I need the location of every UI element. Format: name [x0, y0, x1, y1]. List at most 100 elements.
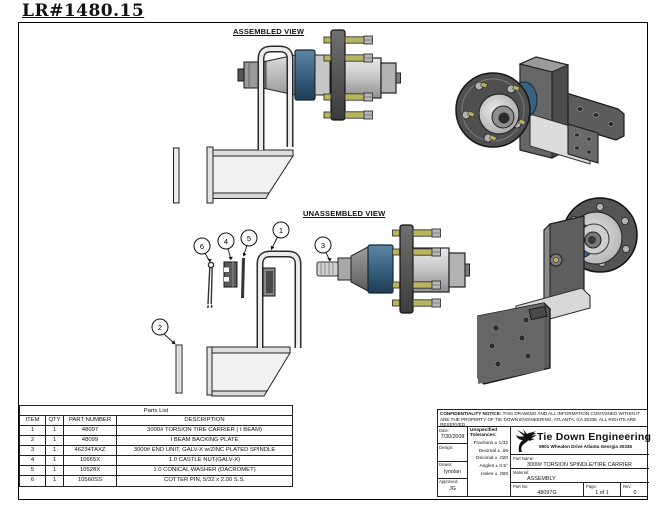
- balloon-4: [217, 232, 235, 250]
- approved-cell: Approved: JG: [438, 479, 467, 496]
- unassembled-cotter-pin: [206, 261, 215, 308]
- parts-row-2-item: 2: [20, 436, 46, 446]
- unassembled-castle-nut: [223, 261, 238, 288]
- part-name-label: Part Name:: [513, 455, 535, 461]
- parts-row-6-description: COTTER PIN, 5/32 x 2.00 S.S.: [164, 477, 245, 483]
- date-label: Date:: [439, 427, 450, 433]
- assembled-castle-nut: [237, 61, 259, 89]
- assembled-rubber-cartridge: [294, 49, 316, 101]
- svg-text:3: 3: [321, 241, 325, 250]
- tolerances-title: Unspecified Tolerances:: [470, 428, 498, 439]
- title-block: CONFIDENTIALITY NOTICE: THIS DRAWING AND…: [437, 409, 652, 497]
- balloon-2: [151, 318, 169, 336]
- svg-text:4: 4: [224, 237, 228, 246]
- parts-row-3-item: 3: [20, 446, 46, 456]
- unassembled-conical-washer: [241, 257, 245, 299]
- company-name: Tie Down Engineering: [537, 431, 652, 443]
- assembled-carrier-base: [173, 146, 294, 204]
- parts-row-5-description: 1.0 CONICAL WASHER (DACROMET): [117, 466, 292, 476]
- parts-row-2-part-number: 48099: [64, 436, 117, 446]
- parts-row-1-description: 3000# TORSION TIRE CARRIER ( I BEAM): [117, 426, 292, 436]
- iso-front-hub: [455, 72, 531, 148]
- parts-list-table: Parts List ITEM QTY PART NUMBER DESCRIPT…: [19, 405, 293, 487]
- date-value: 7/30/2008: [440, 434, 465, 440]
- approved-value: JG: [449, 485, 456, 492]
- parts-row-1-qty: 1: [46, 426, 64, 436]
- tolerances-cell: Unspecified Tolerances: Fractions ± 1/32…: [468, 427, 511, 496]
- tolerance-fractions: Fractions ± 1/32: [473, 441, 508, 447]
- parts-row-4-description: 1.0 CASTLE NUT(GALV-X): [117, 456, 292, 466]
- parts-row-6-item: 6: [20, 476, 46, 486]
- parts-row-4-part-number: 10665X: [64, 456, 117, 466]
- confidentiality-notice-text: THIS DRAWING AND ALL INFORMATION CONTAIN…: [440, 411, 641, 428]
- rev-value: 0: [633, 489, 637, 496]
- part-no-cell: Part No: 48097G: [511, 483, 584, 496]
- balloon-6: [193, 237, 211, 255]
- tolerance-angles: Angles ± 0.5°: [479, 463, 508, 469]
- design-label: Design:: [439, 444, 454, 450]
- page-label: Page:: [586, 483, 597, 489]
- unassembled-tire-carrier: [206, 250, 302, 397]
- assembled-wheel-studs: [323, 35, 373, 120]
- tolerance-holes: Holes ± .008: [481, 471, 508, 477]
- rev-cell: Rev: 0: [621, 483, 649, 496]
- company-banner: Tie Down Engineering 5901 Wheaton Drive …: [511, 427, 652, 455]
- parts-row-5-qty: 1: [46, 466, 64, 476]
- iso-front-lower-bracket: [529, 113, 599, 165]
- title-block-signoff-column: Date: 7/30/2008 Design: Drawn: lynolan A…: [438, 427, 468, 496]
- parts-row-4-item: 4: [20, 456, 46, 466]
- drawn-cell: Drawn: lynolan: [438, 462, 467, 479]
- material-cell: Material: ASSEMBLY: [511, 469, 649, 483]
- assembled-bearing-cap: [380, 62, 397, 94]
- parts-row-3-qty: 1: [46, 446, 64, 456]
- col-header-item: ITEM: [20, 416, 46, 426]
- parts-row-3-part-number: 46234TAXZ: [64, 446, 117, 456]
- design-cell: Design:: [438, 444, 467, 462]
- unassembled-view-label: UNASSEMBLED VIEW: [303, 209, 386, 218]
- assembled-hub-body: [344, 57, 382, 99]
- drawn-value: lynolan: [444, 468, 461, 475]
- parts-row-2-description: I BEAM BACKING PLATE: [117, 436, 292, 446]
- parts-row-1-part-number: 48097: [64, 426, 117, 436]
- assembled-backing-plate-edge: [173, 147, 180, 204]
- parts-row-6-qty: 1: [46, 476, 64, 486]
- drawing-number-title: LR#1480.15: [22, 1, 145, 21]
- material-value: ASSEMBLY: [527, 475, 556, 482]
- tolerance-decimal-3: Decimal ± .020: [476, 456, 508, 462]
- svg-text:1: 1: [279, 226, 283, 235]
- drawn-label: Drawn:: [439, 462, 453, 467]
- unassembled-backing-plate: [175, 344, 183, 394]
- confidentiality-notice: CONFIDENTIALITY NOTICE: THIS DRAWING AND…: [438, 410, 647, 427]
- parts-list-title: Parts List: [20, 406, 292, 416]
- iso-view-front: [455, 56, 625, 165]
- company-address: 5901 Wheaton Drive Atlanta Georgia 30336: [539, 444, 633, 449]
- approved-label: Approved:: [439, 479, 459, 485]
- col-header-part-number: PART NUMBER: [64, 416, 117, 426]
- svg-text:6: 6: [200, 242, 204, 251]
- drawing-border-frame: [18, 22, 648, 500]
- parts-row-1-item: 1: [20, 426, 46, 436]
- assembled-view-label: ASSEMBLED VIEW: [233, 27, 305, 36]
- parts-row-6-part-number: 10560SS: [64, 476, 117, 486]
- parts-row-3-description: 3000# END UNIT, GALV-X w/ZINC PLATED SPI…: [117, 446, 292, 456]
- parts-row-4-qty: 1: [46, 456, 64, 466]
- col-header-qty: QTY: [46, 416, 64, 426]
- parts-row-2-qty: 1: [46, 436, 64, 446]
- iso-view-rear: [477, 197, 638, 385]
- confidentiality-notice-label: CONFIDENTIALITY NOTICE:: [440, 411, 502, 416]
- balloon-callouts: 6 4 5 1 3 2: [151, 221, 332, 345]
- part-name-cell: Part Name: 3000# TORSION SPINDLE/TIRE CA…: [511, 455, 649, 469]
- unassembled-view-drawing: 6 4 5 1 3 2: [151, 221, 470, 397]
- col-header-description: DESCRIPTION: [117, 416, 292, 426]
- tolerance-decimal-2: Decimal ± .06: [478, 448, 508, 454]
- balloon-1: [272, 221, 290, 239]
- unassembled-end-unit: [316, 224, 470, 314]
- iso-rear-backing-plate: [477, 302, 551, 385]
- part-name-value: 3000# TORSION SPINDLE/TIRE CARRIER: [527, 461, 632, 468]
- assembled-hub-flange: [330, 29, 346, 121]
- svg-text:2: 2: [158, 323, 162, 332]
- material-label: Material:: [513, 469, 530, 475]
- part-no-value: 48097G: [537, 489, 557, 496]
- balloon-3: [314, 236, 332, 254]
